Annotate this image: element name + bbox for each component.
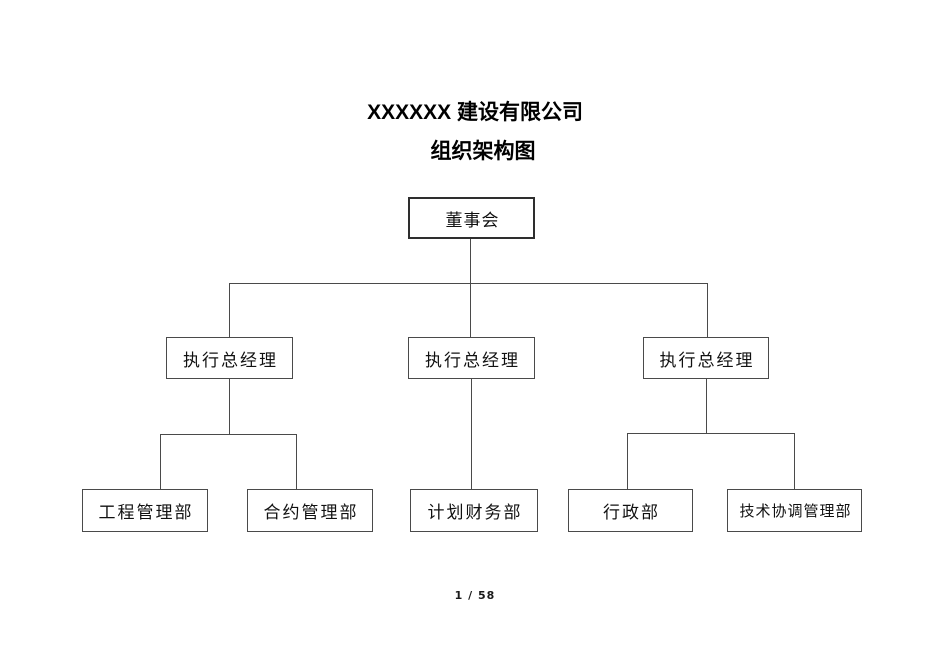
- org-node-executive-gm-right-label: 执行总经理: [659, 350, 755, 370]
- org-node-administration-dept: 行政部: [568, 489, 693, 532]
- document-subtitle: 组织架构图: [430, 140, 536, 163]
- connector-gm-left-drop: [229, 283, 231, 337]
- org-node-executive-gm-left-label: 执行总经理: [183, 350, 278, 370]
- org-node-planning-finance-dept-label: 计划财务部: [427, 503, 523, 522]
- page-number: 1 / 58: [454, 589, 496, 602]
- org-node-contract-dept-label: 合约管理部: [263, 503, 359, 522]
- connector-left-group-horizontal: [160, 434, 297, 436]
- org-node-executive-gm-center-label: 执行总经理: [425, 350, 520, 370]
- connector-gm-right-down: [706, 379, 708, 433]
- org-node-executive-gm-right: 执行总经理: [643, 337, 769, 379]
- org-node-executive-gm-center: 执行总经理: [408, 337, 535, 379]
- connector-gm-center-down: [471, 379, 473, 489]
- connector-level2-horizontal: [229, 283, 708, 285]
- connector-gm-right-drop: [707, 283, 709, 337]
- org-node-planning-finance-dept: 计划财务部: [410, 489, 538, 532]
- org-node-tech-coordination-dept-label: 技术协调管理部: [739, 504, 852, 520]
- connector-contract-drop: [296, 434, 298, 489]
- org-node-executive-gm-left: 执行总经理: [166, 337, 293, 379]
- org-node-board: 董事会: [408, 197, 535, 239]
- connector-engineering-drop: [160, 434, 162, 489]
- document-title: XXXXXX 建设有限公司: [367, 101, 583, 124]
- connector-administration-drop: [627, 433, 629, 489]
- connector-tech-coordination-drop: [794, 433, 796, 489]
- org-node-tech-coordination-dept: 技术协调管理部: [727, 489, 862, 532]
- org-node-board-label: 董事会: [445, 210, 500, 230]
- org-node-engineering-dept: 工程管理部: [82, 489, 208, 532]
- org-node-engineering-dept-label: 工程管理部: [98, 503, 194, 522]
- connector-right-group-horizontal: [627, 433, 795, 435]
- org-node-contract-dept: 合约管理部: [247, 489, 373, 532]
- connector-root-vertical: [470, 239, 472, 337]
- org-node-administration-dept-label: 行政部: [603, 503, 660, 522]
- connector-gm-left-down: [229, 379, 231, 435]
